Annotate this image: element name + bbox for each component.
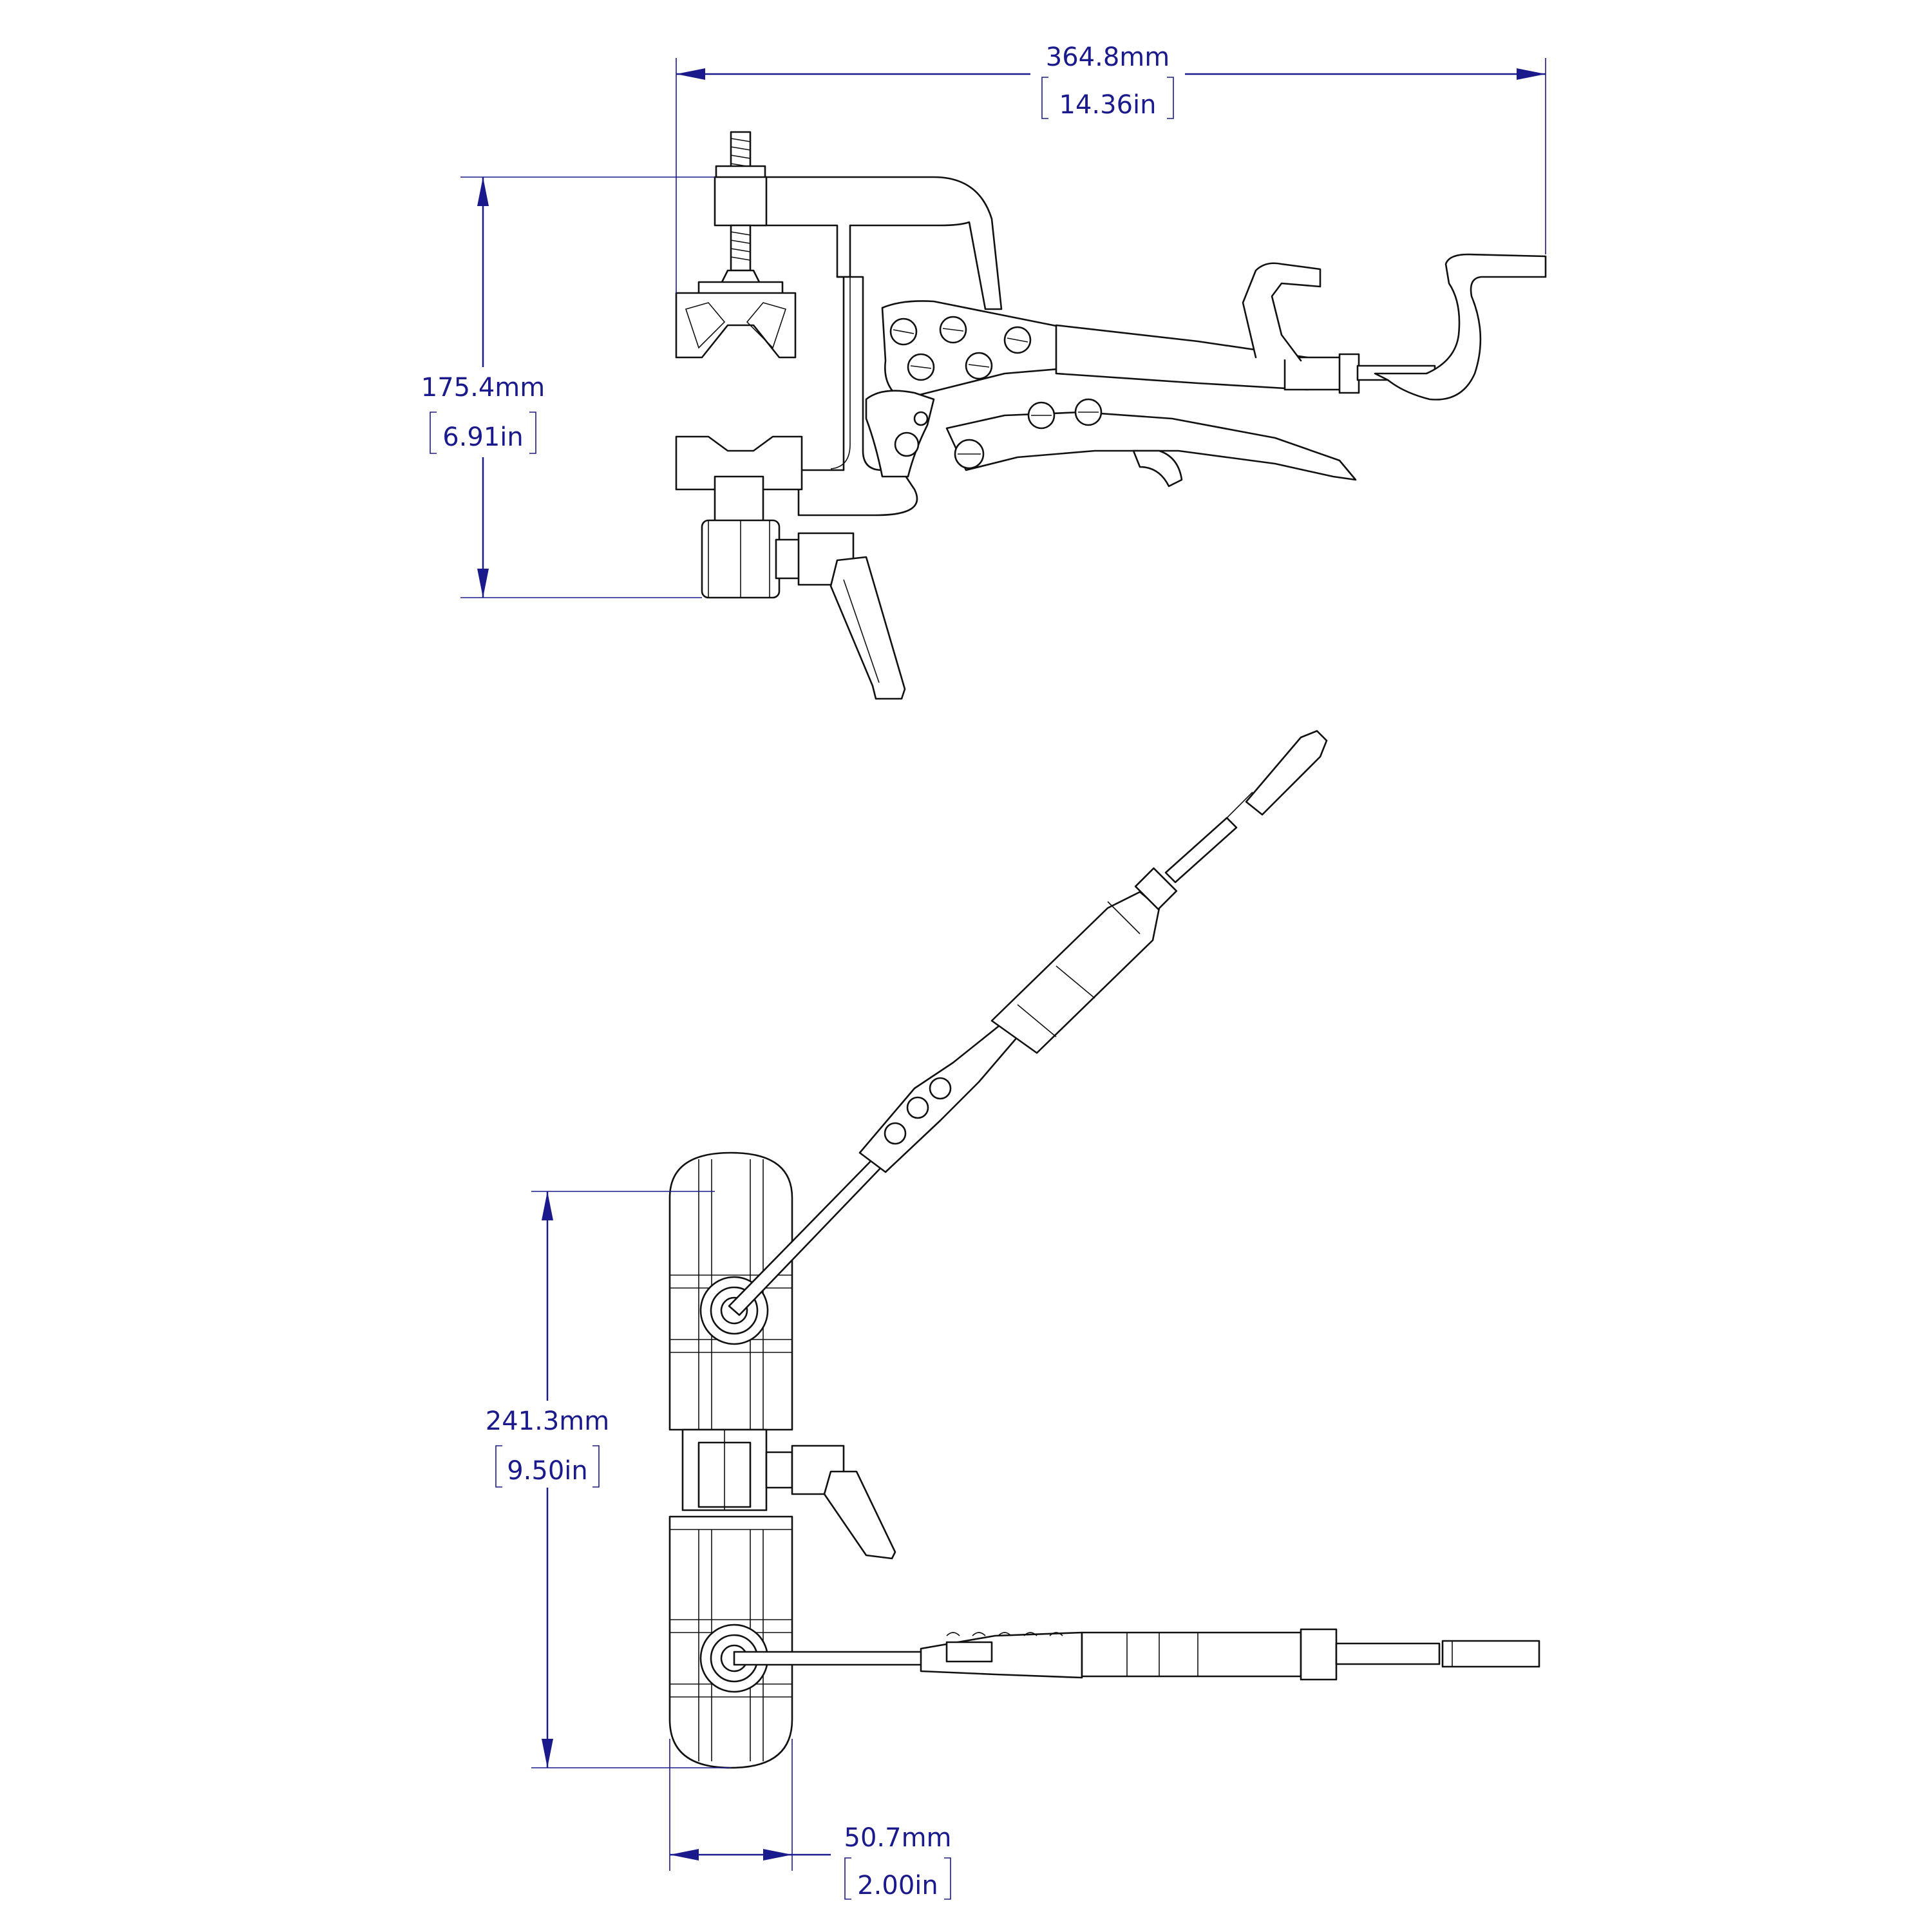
cam-lever [829, 556, 906, 700]
rod-block [714, 176, 768, 227]
horizontal-arm-handle [1081, 1631, 1302, 1678]
release-lever [1242, 262, 1321, 362]
horizontal-nut [1300, 1628, 1338, 1681]
dimension-bottom-width: 50.7mm 2.00in [669, 1739, 952, 1900]
swivel-cam-lever [823, 1470, 896, 1560]
rod-threads-lower [730, 231, 751, 261]
diagonal-screw [1164, 817, 1238, 884]
hook-handle [1374, 253, 1547, 401]
horizontal-arm-jaw [920, 1631, 1083, 1679]
top-height-mm: 175.4mm [421, 373, 545, 402]
jaw-rivet [913, 411, 929, 426]
lower-pad-stem [714, 475, 764, 523]
diagonal-nut [1134, 867, 1178, 911]
diagonal-screw-tip [1226, 791, 1253, 819]
jaw-rivet [894, 431, 920, 457]
cam-lever-inner [843, 579, 880, 683]
threaded-rod-lower [730, 224, 752, 272]
plan-view-clamp [668, 730, 1540, 1769]
side-view-clamp [675, 131, 1547, 700]
swivel-knob-collar [765, 1451, 793, 1489]
upper-v-pad [675, 292, 797, 359]
trigger-lever [1132, 450, 1183, 488]
diagonal-arm-handle [990, 891, 1160, 1054]
adjust-nut [1338, 353, 1360, 394]
knob-housing-lines [708, 520, 770, 598]
bottom-width-in: 2.00in [857, 1871, 938, 1900]
swivel-plate [697, 281, 784, 295]
dimension-top-width: 364.8mm 14.36in [676, 43, 1546, 293]
horizontal-arm-rivets [946, 1632, 1063, 1636]
frame-throat [830, 225, 851, 469]
arrow-left [676, 68, 705, 80]
diagonal-rivet [884, 1122, 907, 1145]
rod-threads-upper [730, 138, 751, 167]
top-width-mm: 364.8mm [1046, 43, 1170, 72]
pivot-slots [1031, 412, 1099, 416]
horizontal-jaw-pin [945, 1641, 993, 1663]
arrow-up [477, 177, 489, 206]
adjust-screw-body [1283, 356, 1350, 391]
imperial-bracket [844, 1857, 951, 1900]
c-frame [752, 176, 1003, 310]
imperial-bracket [495, 1445, 600, 1488]
dimension-top-height: 175.4mm 6.91in [421, 176, 715, 598]
horizontal-handle-bands [1126, 1633, 1198, 1676]
rivet-slots [893, 328, 1028, 369]
bottom-height-in: 9.50in [507, 1456, 588, 1486]
horizontal-handle-end [1441, 1640, 1540, 1668]
upper-v-pad-groove [685, 302, 787, 349]
arrow-right [763, 1849, 792, 1861]
inner-jaw-link [865, 390, 935, 478]
top-width-in: 14.36in [1059, 90, 1157, 120]
arrow-down [542, 1739, 553, 1768]
arrow-down [477, 569, 489, 598]
imperial-bracket [430, 412, 536, 454]
horizontal-arm-rod [733, 1651, 929, 1666]
bottom-height-mm: 241.3mm [486, 1406, 609, 1436]
top-height-in: 6.91in [442, 422, 524, 452]
arrow-right [1517, 68, 1546, 80]
diagonal-rivet [929, 1077, 952, 1100]
imperial-bracket [1041, 77, 1174, 119]
arrow-up [542, 1191, 553, 1220]
diagonal-rivet [906, 1096, 929, 1119]
bottom-width-mm: 50.7mm [844, 1823, 952, 1853]
c-frame-lower [797, 276, 918, 516]
arrow-left [670, 1849, 699, 1861]
diagonal-handle-end [1245, 730, 1328, 816]
horizontal-screw [1335, 1642, 1441, 1665]
dimension-bottom-height: 241.3mm 9.50in [486, 1191, 731, 1768]
diagonal-handle-bands [1017, 901, 1141, 1037]
